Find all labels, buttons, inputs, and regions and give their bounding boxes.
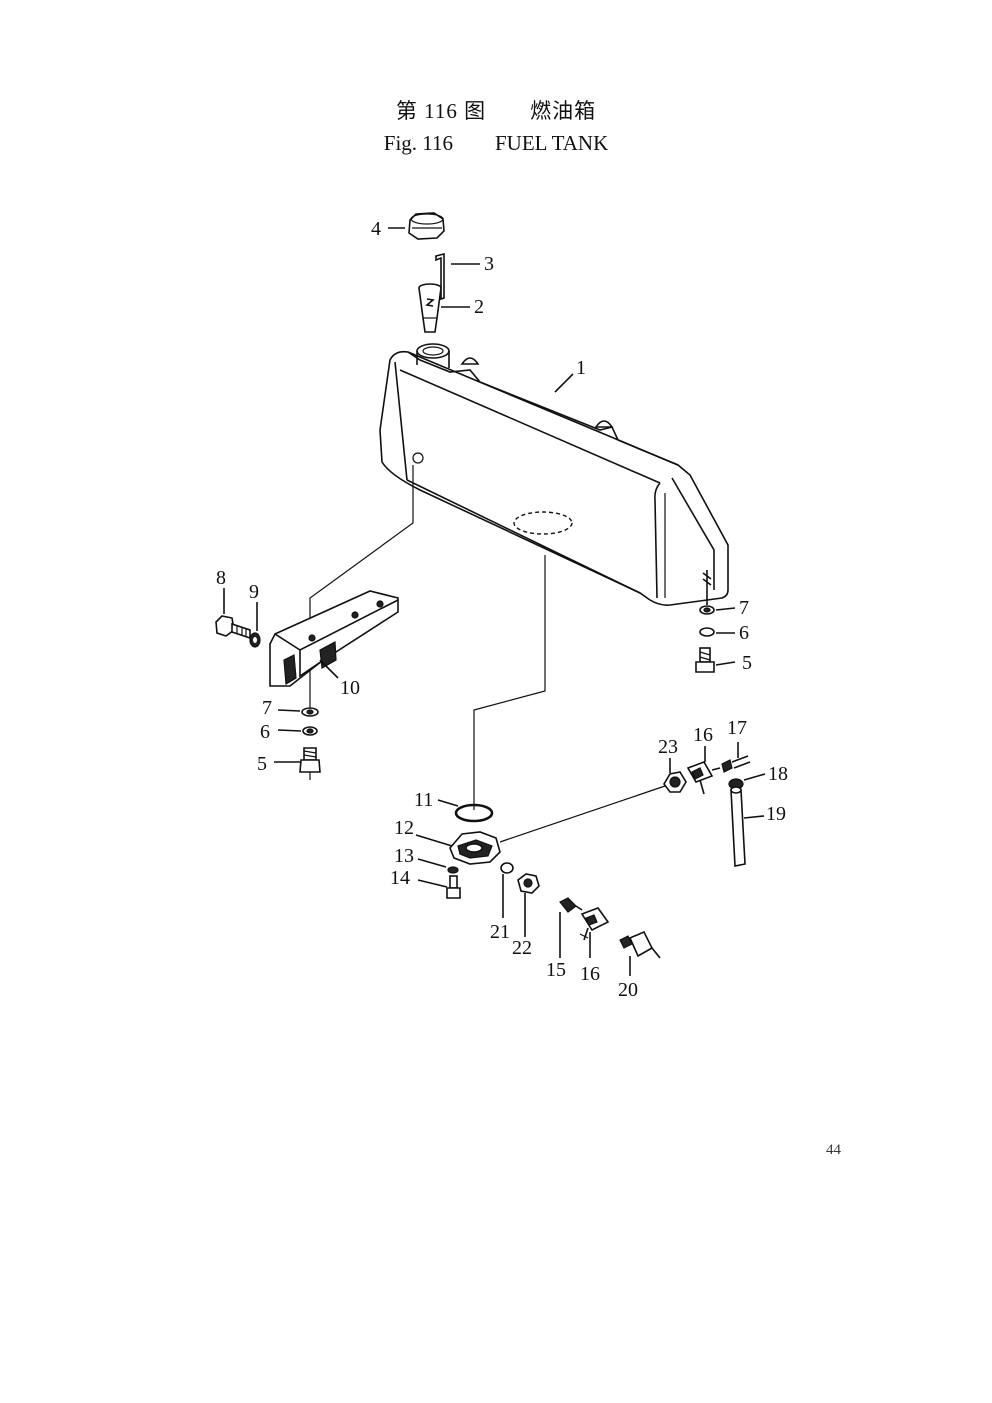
part-22-nut [517,873,540,894]
callout-17: 17 [727,717,747,739]
part-19-hose [730,786,746,867]
callout-12: 12 [394,817,414,839]
part-2-strainer [418,283,442,333]
part-4-filler-cap [408,212,445,240]
callout-5-left: 5 [257,753,267,775]
callout-14: 14 [390,867,410,889]
callout-7-left: 7 [262,697,272,719]
part-14-bolt [446,875,461,899]
part-1-fuel-tank [379,343,729,606]
figure-title-english: Fig. 116 FUEL TANK [383,131,609,155]
part-21-ring [500,862,514,874]
part-8-bolt [215,615,251,640]
pipe-lead-line [499,785,666,843]
left-bolt-5 [299,747,321,780]
callout-10: 10 [340,677,360,699]
left-washer-7 [301,707,319,717]
part-10-bracket [269,590,399,687]
callout-16-lower: 16 [580,963,600,985]
callout-22: 22 [512,937,532,959]
page-number: 44 [826,1142,841,1158]
part-15-nipple [559,897,583,913]
part-23-nipple [663,771,687,793]
callout-6-left: 6 [260,721,270,743]
callout-18: 18 [768,763,788,785]
part-11-o-ring [454,803,494,823]
right-washer-6 [699,627,715,637]
callout-8: 8 [216,567,226,589]
callout-19: 19 [766,803,786,825]
part-12-cover-plate [449,831,501,865]
figure-title-chinese: 第 116 图 燃油箱 [395,99,597,123]
callout-7-right: 7 [739,597,749,619]
callout-6-right: 6 [739,622,749,644]
part-3-dipstick [435,252,445,301]
mount-lead-line [309,465,414,708]
callout-21: 21 [490,921,510,943]
callout-4: 4 [371,218,381,240]
callout-20: 20 [618,979,638,1001]
right-washer-7 [699,605,715,615]
callout-2: 2 [474,296,484,318]
part-13-washer [447,866,459,874]
part-9-lock-washer [249,632,261,648]
callout-9: 9 [249,581,259,603]
part-17-clamp [721,755,751,773]
cover-lead-line [473,555,546,810]
callout-15: 15 [546,959,566,981]
part-20-connector [619,930,661,959]
part-16-valve-upper [686,761,721,795]
callout-11: 11 [414,789,433,811]
left-washer-6 [302,726,318,736]
right-bolt-5 [695,647,715,673]
callout-1: 1 [576,357,586,379]
callout-16-upper: 16 [693,724,713,746]
callout-5-right: 5 [742,652,752,674]
part-16-valve-lower [579,907,610,941]
callout-23: 23 [658,736,678,758]
callout-3: 3 [484,253,494,275]
callout-13: 13 [394,845,414,867]
